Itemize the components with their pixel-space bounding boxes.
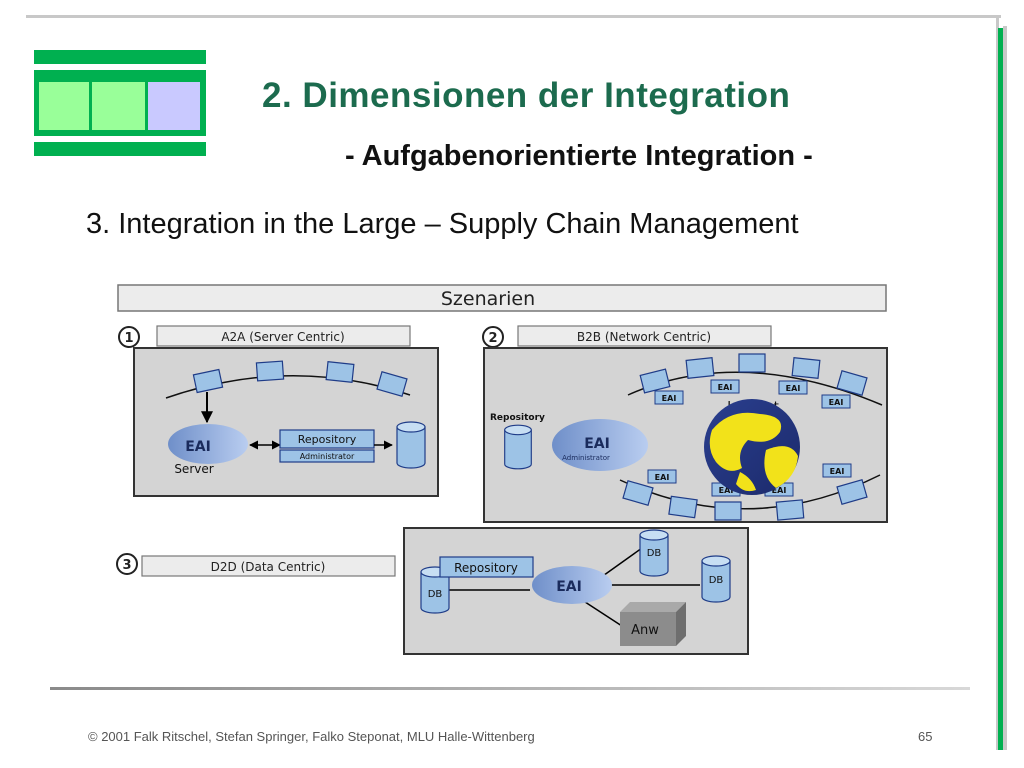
b2b-database — [504, 424, 532, 470]
scenarios-header: Szenarien — [441, 288, 535, 310]
b2b-eai-tag-8-label: EAI — [830, 467, 845, 476]
right-accent-bar — [998, 28, 1003, 750]
slide-subtitle: - Aufgabenorientierte Integration - — [345, 140, 813, 172]
b2b-eai-tag-7-label: EAI — [772, 486, 787, 495]
page-number: 65 — [918, 729, 933, 744]
b2b-eai-tag-8 — [822, 463, 852, 478]
scenario-3-number: 3 — [122, 558, 131, 573]
d2d-anw-label: Anw — [631, 623, 659, 638]
b2b-repository-label: Repository — [490, 413, 545, 423]
scenarios-header-bar — [117, 284, 887, 312]
a2a-eai-label: EAI — [185, 439, 211, 455]
d2d-repository-box — [439, 556, 534, 578]
b2b-node-8 — [714, 501, 742, 521]
b2b-node-9 — [775, 499, 805, 521]
d2d-eai-cloud — [532, 566, 612, 604]
right-frame-line — [996, 15, 999, 750]
b2b-eai-tag-3 — [778, 380, 808, 395]
b2b-eai-tag-1 — [654, 390, 684, 405]
a2a-repository-label: Repository — [298, 433, 357, 446]
a2a-node-2 — [255, 360, 285, 382]
footer-divider — [50, 687, 970, 690]
scenario-1-number: 1 — [124, 331, 133, 346]
d2d-db-right-label: DB — [709, 575, 724, 586]
slide-logo — [34, 50, 206, 156]
b2b-eai-tag-1-label: EAI — [662, 394, 677, 403]
scenario-2-label: B2B (Network Centric) — [577, 330, 711, 344]
a2a-eai-cloud — [168, 424, 248, 464]
a2a-administrator-label: Administrator — [300, 452, 355, 461]
scenario-1-label-box — [156, 325, 411, 347]
b2b-node-3 — [738, 353, 766, 373]
scenario-2-number: 2 — [488, 331, 497, 346]
a2a-server-label: Server — [174, 462, 213, 476]
b2b-node-2 — [685, 357, 715, 379]
scenario-3-marker — [116, 553, 138, 575]
a2a-repository-box — [279, 429, 375, 449]
b2b-eai-tag-2 — [710, 379, 740, 394]
d2d-link-eai-db-top — [599, 547, 643, 579]
b2b-eai-tag-3-label: EAI — [786, 384, 801, 393]
footer-copyright: © 2001 Falk Ritschel, Stefan Springer, F… — [88, 729, 535, 744]
a2a-database — [396, 421, 426, 469]
d2d-db-top-label: DB — [647, 548, 662, 559]
b2b-eai-tag-4-label: EAI — [829, 398, 844, 407]
a2a-administrator-box — [279, 449, 375, 463]
right-frame-line-outer — [1003, 26, 1007, 750]
scenario-3-label: D2D (Data Centric) — [211, 560, 326, 574]
b2b-eai-tag-6-label: EAI — [719, 486, 734, 495]
d2d-db-left-label: DB — [428, 589, 443, 600]
scenario-1-label: A2A (Server Centric) — [221, 330, 344, 344]
d2d-link-eai-anw — [581, 599, 626, 629]
b2b-node-4 — [791, 357, 821, 379]
b2b-eai-tag-4 — [821, 394, 851, 409]
bullet-text: 3. Integration in the Large – Supply Cha… — [86, 208, 799, 240]
globe-icon — [704, 399, 800, 495]
b2b-eai-tag-2-label: EAI — [718, 383, 733, 392]
scenario-3-label-box — [141, 555, 396, 577]
top-frame-line — [26, 15, 1001, 18]
d2d-eai-label: EAI — [556, 579, 582, 595]
scenario-1-marker — [118, 326, 140, 348]
d2d-application-box — [620, 602, 686, 646]
a2a-panel — [133, 347, 439, 497]
b2b-eai-label: EAI — [584, 436, 610, 452]
b2b-eai-tag-5 — [647, 469, 677, 484]
scenario-2-label-box — [517, 325, 772, 347]
a2a-node-3 — [325, 361, 355, 383]
b2b-eai-tag-5-label: EAI — [655, 473, 670, 482]
b2b-administrator-label: Administrator — [562, 454, 610, 462]
b2b-node-7 — [668, 495, 698, 519]
d2d-repository-label: Repository — [454, 561, 518, 575]
b2b-eai-cloud — [552, 419, 648, 471]
slide-title: 2. Dimensionen der Integration — [262, 76, 791, 115]
